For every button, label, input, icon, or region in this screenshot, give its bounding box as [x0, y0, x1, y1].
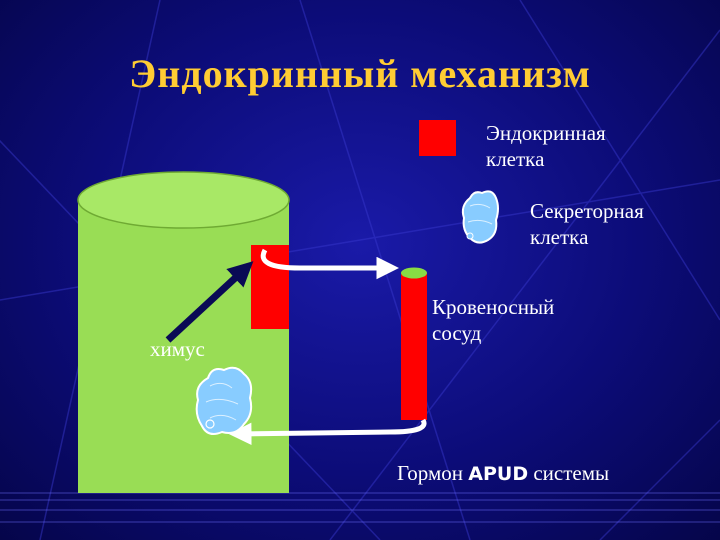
hormone-to-vessel-arrow	[260, 248, 399, 280]
hormone-label-apud: APUD	[468, 463, 529, 485]
chyme-label: химус	[150, 337, 205, 361]
vessel-to-secretory-arrow	[229, 418, 427, 446]
legend-blood-vessel-line2: сосуд	[432, 321, 482, 345]
organ-cylinder	[77, 171, 290, 493]
hormone-label-prefix: Гормон	[397, 461, 464, 485]
secretory-cell	[195, 366, 253, 435]
chyme-arrow	[165, 261, 254, 343]
legend-endocrine-cell-swatch	[419, 120, 456, 156]
blood-vessel	[401, 267, 427, 420]
legend-blood-vessel-line1: Кровеносный	[432, 295, 555, 319]
legend-secretory-cell-label: Секреторная клетка	[530, 198, 644, 250]
legend-secretory-cell-line1: Секреторная	[530, 199, 644, 223]
legend-endocrine-cell-line2: клетка	[486, 147, 545, 171]
legend-endocrine-cell-line1: Эндокринная	[486, 121, 606, 145]
legend-secretory-cell-icon	[461, 190, 499, 244]
hormone-label-suffix: системы	[533, 461, 610, 485]
legend-blood-vessel-label: Кровеносный сосуд	[432, 294, 554, 346]
endocrine-cell	[251, 245, 289, 329]
legend-secretory-cell-line2: клетка	[530, 225, 589, 249]
slide-title: Эндокринный механизм	[129, 51, 591, 96]
hormone-label: Гормон APUD системы	[397, 460, 609, 487]
legend-endocrine-cell-label: Эндокринная клетка	[486, 120, 606, 172]
